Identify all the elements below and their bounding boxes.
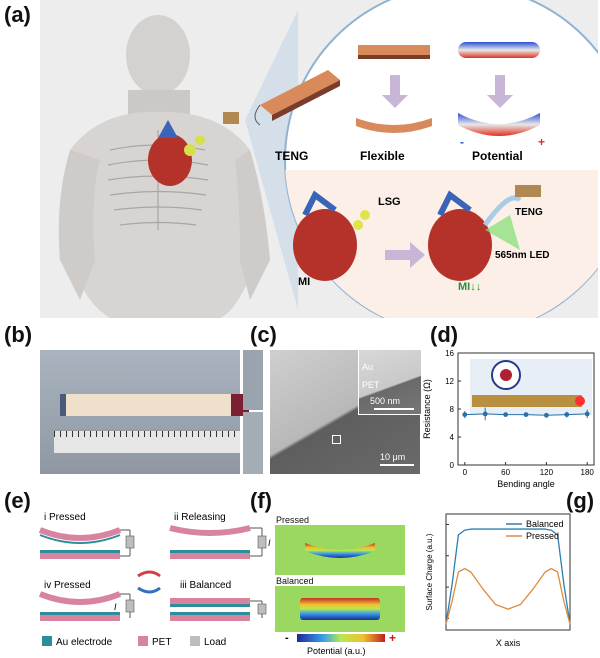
state-3-label: iii Balanced	[180, 580, 231, 591]
panel-b-bending-photo-2	[243, 412, 263, 474]
d-point-0	[462, 412, 468, 417]
cycle-arrow-blue	[137, 586, 161, 594]
inset-photo	[470, 359, 592, 415]
panel-label-d: (d)	[430, 322, 459, 347]
legend-au-swatch	[42, 636, 52, 646]
potential-plus: +	[538, 135, 545, 149]
teng-device-illustration	[254, 70, 340, 126]
legend-load-swatch	[190, 636, 200, 646]
legend-load-label: Load	[204, 637, 226, 648]
state-pressed-2	[38, 591, 135, 621]
g-xlabel: X axis	[496, 638, 521, 648]
panel-a: TENG Flexible Potential - + LSG MI TENG …	[40, 0, 600, 336]
zoom-box	[332, 435, 341, 444]
d-ytick-label-1: 4	[450, 433, 455, 442]
legend-pet-label: PET	[152, 637, 171, 648]
state-releasing	[169, 525, 267, 559]
panel-e-schematic: i Pressed ii Releasing I iv Pressed I ii…	[38, 512, 271, 648]
panel-label-f: (f)	[250, 488, 272, 513]
heart-mi-illustration	[293, 190, 370, 281]
led-label: 565nm LED	[495, 250, 549, 261]
panel-label-c: (c)	[250, 322, 277, 347]
colorbar-label: Potential (a.u.)	[307, 646, 366, 656]
g-ylabel: Surface Charge (a.u.)	[425, 533, 434, 610]
d-point-2	[503, 412, 508, 417]
g-series-pressed	[445, 567, 571, 625]
panel-label-b: (b)	[4, 322, 33, 347]
state-pressed-1	[38, 527, 135, 559]
current-label-1: I	[268, 538, 271, 548]
panel-c-sem-image: Au PET 500 nm 10 μm	[270, 350, 421, 474]
teng-label-2: TENG	[515, 207, 543, 218]
ruler	[54, 430, 240, 453]
pet-label: PET	[362, 380, 380, 390]
g-series-balanced	[445, 528, 571, 625]
flexible-device-illustration	[356, 45, 432, 133]
current-label-2: I	[114, 602, 117, 612]
au-label: Au	[362, 362, 374, 372]
scale-bar-inset	[374, 408, 414, 410]
panel-label-a: (a)	[4, 2, 31, 27]
teng-label: TENG	[275, 149, 308, 163]
device-strip	[60, 394, 249, 416]
scale-inset-label: 500 nm	[370, 396, 401, 406]
mi-label: MI	[298, 276, 310, 288]
colorbar-plus: +	[389, 632, 396, 645]
panel-label-e: (e)	[4, 488, 31, 513]
mi-reduced-label: MI↓↓	[458, 281, 481, 293]
state-4-label: iv Pressed	[44, 580, 91, 591]
state-2-label: ii Releasing	[174, 512, 226, 523]
colorbar-minus: -	[285, 632, 289, 644]
d-xtick-label-0: 0	[463, 468, 468, 477]
legend-au-label: Au electrode	[56, 637, 113, 648]
potential-minus: -	[460, 135, 464, 149]
d-ylabel: Resistance (Ω)	[422, 379, 432, 439]
panel-b-bending-photo-1	[243, 350, 263, 410]
d-ytick-label-0: 0	[450, 461, 455, 470]
potential-label: Potential	[472, 149, 523, 163]
sem-inset	[358, 350, 421, 415]
lsg-label: LSG	[378, 196, 401, 208]
d-point-4	[544, 412, 549, 418]
f-pressed-label: Pressed	[276, 515, 310, 525]
scale-bar-main	[380, 464, 414, 466]
d-point-6	[584, 411, 590, 417]
flexible-label: Flexible	[360, 149, 405, 163]
d-xtick-label-3: 180	[581, 468, 595, 477]
d-xlabel: Bending angle	[497, 479, 555, 489]
d-ytick-label-2: 8	[450, 405, 455, 414]
f-balanced-label: Balanced	[276, 576, 314, 586]
human-body-illustration	[58, 15, 270, 319]
f-balanced-map	[275, 586, 405, 632]
g-legend-label-0: Balanced	[526, 519, 564, 529]
panel-label-g: (g)	[566, 488, 595, 513]
cycle-arrow-red	[137, 570, 161, 578]
panel-a-illustration: TENG Flexible Potential - + LSG MI TENG …	[58, 0, 600, 336]
state-balanced	[170, 598, 267, 621]
scale-main-label: 10 μm	[380, 452, 406, 462]
g-legend-label-1: Pressed	[526, 531, 559, 541]
d-ytick-label-3: 12	[445, 377, 454, 386]
colorbar: - + Potential (a.u.)	[285, 632, 396, 656]
f-pressed-map	[275, 525, 405, 575]
d-xtick-label-2: 120	[540, 468, 554, 477]
heart-treated-illustration	[428, 185, 541, 281]
legend-pet-swatch	[138, 636, 148, 646]
d-ytick-label-4: 16	[445, 349, 454, 358]
d-point-1	[482, 411, 488, 417]
potential-strips-illustration	[458, 42, 540, 136]
d-point-3	[523, 412, 529, 417]
d-xtick-label-1: 60	[501, 468, 510, 477]
g-plot-frame	[445, 513, 571, 631]
panel-b-photo	[40, 350, 249, 474]
d-point-5	[564, 412, 570, 417]
state-1-label: i Pressed	[44, 512, 86, 523]
